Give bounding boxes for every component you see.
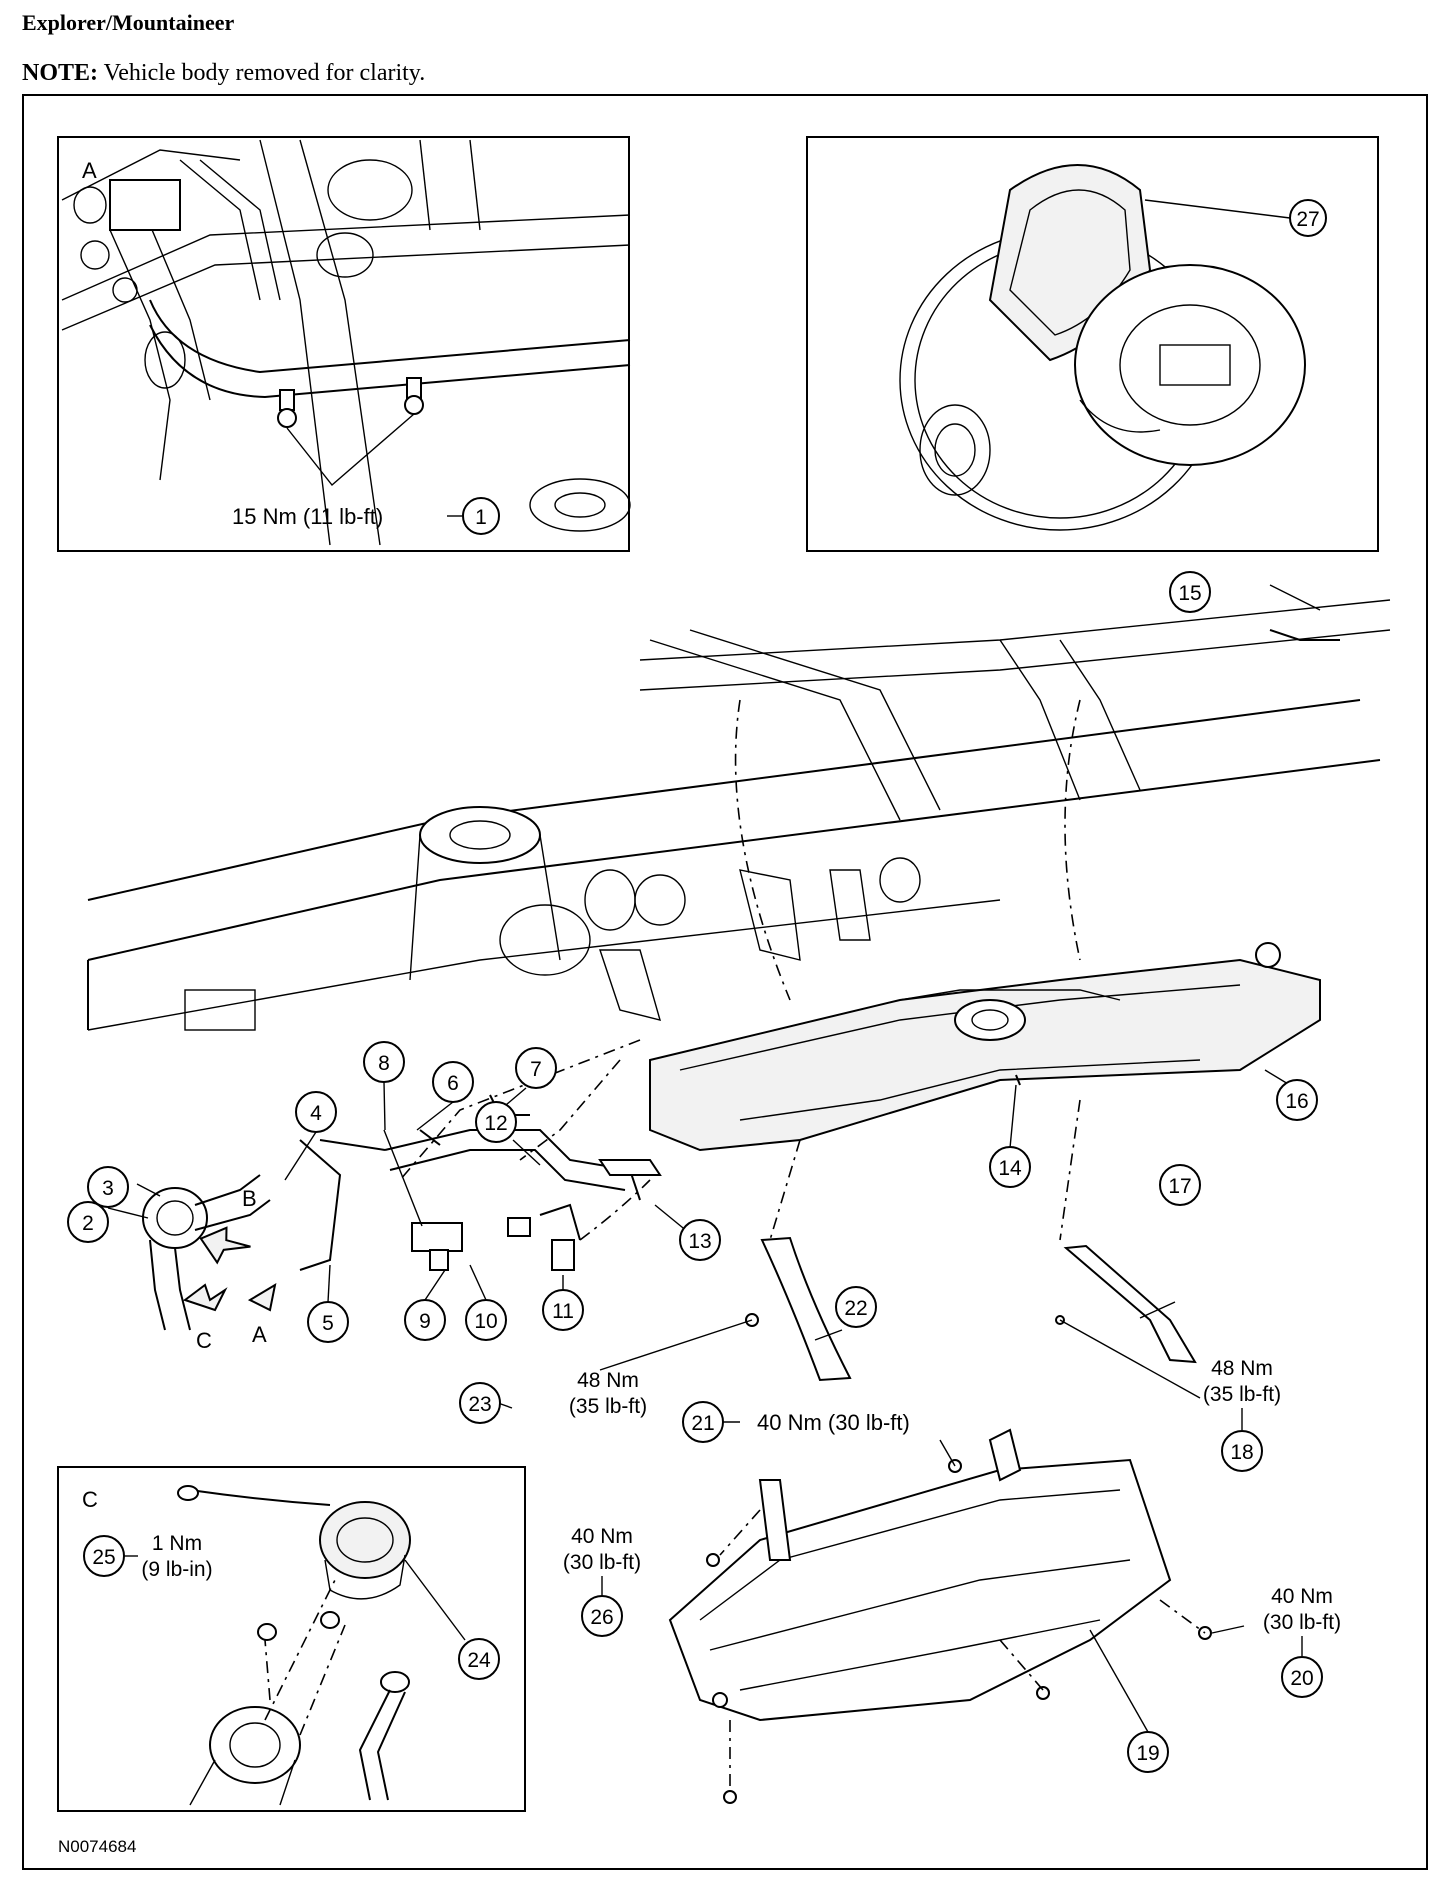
view-arrow-b: B [242, 1186, 257, 1211]
callout-17: 17 [1168, 1175, 1191, 1198]
inset-fuel-door: 27 [806, 136, 1379, 552]
note: NOTE: Vehicle body removed for clarity. [22, 60, 425, 87]
callout-12: 12 [484, 1112, 507, 1135]
torque-20-lbft: (30 lb-ft) [1263, 1611, 1341, 1634]
callout-22: 22 [844, 1297, 867, 1320]
torque-21: 40 Nm (30 lb-ft) [757, 1410, 910, 1435]
view-arrow-a: A [252, 1322, 267, 1347]
callout-14: 14 [998, 1157, 1022, 1180]
callout-16: 16 [1285, 1090, 1308, 1113]
callout-18: 18 [1230, 1441, 1253, 1464]
callout-6: 6 [447, 1072, 459, 1095]
callout-13: 13 [688, 1230, 711, 1253]
callout-3: 3 [102, 1177, 114, 1200]
main-view: B C A [87, 584, 1391, 1804]
torque-26-nm: 40 Nm [571, 1525, 633, 1548]
page-title: Explorer/Mountaineer [22, 10, 235, 35]
callout-8: 8 [378, 1052, 390, 1075]
callout-1: 1 [475, 506, 487, 529]
callout-11: 11 [552, 1300, 574, 1323]
note-label: NOTE: [22, 60, 99, 86]
callout-21: 21 [691, 1412, 714, 1435]
callout-7: 7 [530, 1058, 542, 1081]
torque-20-nm: 40 Nm [1271, 1585, 1333, 1608]
inset-a-letter: A [82, 158, 97, 183]
callout-9: 9 [419, 1310, 431, 1333]
callout-10: 10 [474, 1310, 497, 1333]
view-arrow-c: C [196, 1328, 212, 1353]
inset-c: C 1 Nm (9 lb-in) N0074684 [57, 1466, 526, 1856]
torque-25-lbin: (9 lb-in) [141, 1558, 212, 1581]
torque-23-nm: 48 Nm [577, 1369, 639, 1392]
callout-25: 25 [92, 1546, 115, 1569]
torque-1: 15 Nm (11 lb-ft) [232, 504, 383, 529]
callout-24: 24 [467, 1649, 491, 1672]
inset-a: A 15 Nm (11 lb-ft) 1 [57, 136, 631, 552]
figure-id: N0074684 [58, 1837, 136, 1856]
inset-c-letter: C [82, 1487, 98, 1512]
callout-15: 15 [1178, 582, 1201, 605]
torque-25-nm: 1 Nm [152, 1532, 202, 1555]
note-text: Vehicle body removed for clarity. [98, 60, 426, 86]
torque-18-lbft: (35 lb-ft) [1203, 1383, 1281, 1406]
callout-23: 23 [468, 1393, 491, 1416]
callout-5: 5 [322, 1312, 334, 1335]
torque-26-lbft: (30 lb-ft) [563, 1551, 641, 1574]
callouts: 15 16 17 14 3 2 4 5 6 7 8 9 10 11 12 13 [67, 571, 1323, 1773]
diagram-frame [22, 94, 1428, 1870]
torque-18-nm: 48 Nm [1211, 1357, 1273, 1380]
callout-27: 27 [1296, 208, 1319, 231]
callout-19: 19 [1136, 1742, 1159, 1765]
callout-4: 4 [310, 1102, 322, 1125]
torque-labels: 48 Nm (35 lb-ft) 48 Nm (35 lb-ft) 40 Nm … [497, 1357, 1341, 1656]
callout-15-circle [1169, 571, 1211, 613]
callout-20: 20 [1290, 1667, 1313, 1690]
torque-23-lbft: (35 lb-ft) [569, 1395, 647, 1418]
callout-26: 26 [590, 1606, 613, 1629]
callout-2: 2 [82, 1212, 94, 1235]
